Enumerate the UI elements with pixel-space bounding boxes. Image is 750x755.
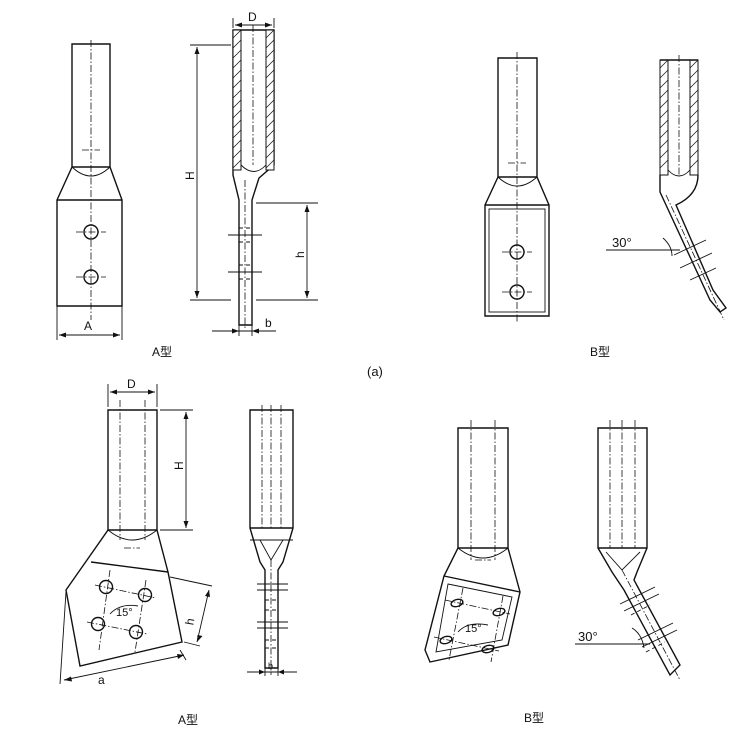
angle-label-15-bottom-right: 15°	[465, 623, 482, 635]
dim-label-H-bottom: H	[172, 461, 186, 470]
caption-b-type-bottom: B型	[524, 711, 544, 725]
view-a-type-front-top: A	[56, 40, 123, 340]
view-a-type-side-section-top: D H h b	[183, 10, 318, 336]
dim-label-D-bottom: D	[127, 377, 136, 391]
view-a-type-front-angled-bottom: 15° D H h a	[59, 377, 213, 687]
caption-a-center: (a)	[367, 364, 383, 379]
dim-label-H-top: H	[183, 171, 197, 180]
angle-label-15-bottom-left: 15°	[116, 607, 133, 619]
dim-label-A-top: A	[84, 319, 92, 333]
view-a-type-side-bottom: b	[247, 405, 297, 676]
caption-a-type-bottom: A型	[178, 713, 198, 727]
dim-label-h-top: h	[293, 251, 307, 258]
dim-label-b-bottom: b	[268, 661, 273, 671]
view-b-type-side-bottom: 30°	[575, 420, 681, 681]
view-b-type-side-section-top: 30°	[606, 55, 727, 321]
angle-label-30-bottom: 30°	[578, 629, 598, 644]
dim-label-a-bottom: a	[98, 673, 105, 687]
caption-a-type-top: A型	[152, 345, 172, 359]
caption-b-type-top: B型	[590, 345, 610, 359]
view-b-type-front-top	[484, 52, 550, 322]
dim-label-D-top: D	[248, 10, 257, 24]
angle-label-30-top: 30°	[612, 235, 632, 250]
dim-label-b-top: b	[265, 316, 272, 330]
dim-label-h-bottom: h	[182, 617, 197, 626]
view-b-type-front-angled-bottom: 15°	[424, 420, 521, 663]
